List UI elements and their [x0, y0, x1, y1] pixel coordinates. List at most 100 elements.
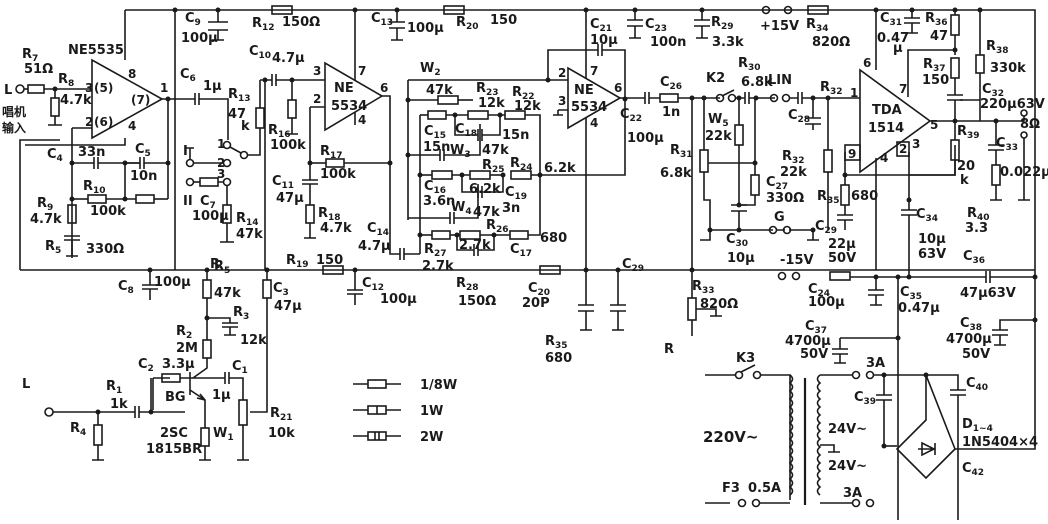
r23-ref: R22 — [512, 85, 535, 102]
k2-ref[interactable]: K2 — [706, 71, 725, 86]
r21-value: 47k — [426, 83, 453, 98]
w5-value: 6.8k — [660, 166, 692, 181]
fuse-main-ref: F3 — [722, 481, 740, 496]
r32-ref: RR32 — [782, 149, 805, 166]
c10-ref: C10 — [249, 44, 271, 61]
input-jack[interactable] — [15, 84, 25, 94]
c26-value: 6.8k — [741, 75, 773, 90]
c20-value: 10µ — [590, 33, 618, 48]
r7-ref: R7 — [22, 47, 38, 64]
w1-ref: R21 — [270, 406, 293, 423]
r35-value: 680 — [851, 189, 878, 204]
minus15-terminal — [777, 271, 851, 281]
c42-ref: C42 — [962, 461, 984, 478]
r8-value: 4.7k — [60, 93, 92, 108]
u2-name-line1: NE — [334, 81, 354, 96]
c35-ref: C35 — [900, 285, 922, 302]
selector-pos-1: 1 — [217, 137, 225, 151]
c14-value: 4.7µ — [358, 239, 391, 254]
diodes-ref: D1~4 — [962, 417, 993, 434]
r30-ref: W5 — [708, 112, 729, 129]
k3-label[interactable]: K3 — [736, 351, 755, 366]
r1-ref: R4 — [70, 421, 86, 438]
u4-pin-3: 3 — [912, 137, 920, 151]
r29-value: 1n — [662, 105, 680, 120]
c12-ref: C12 — [362, 276, 384, 293]
u3-pin-noninv: 3 — [558, 94, 566, 108]
c37-value-b: 50V — [800, 347, 828, 362]
u4-pin-4: 4 — [880, 151, 888, 165]
secondary-b-label: 24V~ — [828, 459, 867, 474]
c8-ref: C8 — [118, 279, 134, 296]
r12-value: 150Ω — [282, 15, 320, 30]
aux-input-jack[interactable] — [44, 407, 54, 417]
r22-value: 15n — [423, 140, 450, 155]
w2-value: 12k — [478, 96, 505, 111]
c25-ref: C29 — [622, 257, 644, 274]
r13-ref: R13 — [228, 87, 251, 104]
r12-ref: R12 — [252, 16, 275, 33]
r16-ref: R16 — [268, 123, 291, 140]
c15-value: 15n — [502, 128, 529, 143]
w3-value: 6.2k — [469, 182, 501, 197]
r19-value: 150 — [316, 253, 343, 268]
c29-value-b: 50V — [828, 251, 856, 266]
c4-value: 33n — [78, 145, 105, 160]
u3-name-line2: 5534 — [571, 100, 607, 115]
c31-ref: CC31 — [880, 11, 902, 28]
u2-feedback — [302, 158, 393, 239]
c9 — [172, 7, 228, 270]
c8-value: 100µ — [154, 275, 191, 290]
u4-pin-in: 1 — [850, 86, 858, 100]
fuse-a-label: 3A — [866, 356, 885, 371]
r-channel-label: R — [664, 342, 674, 357]
w6-value: 820Ω — [700, 297, 738, 312]
c14 — [389, 163, 420, 260]
u1-pin-out-alt: (7) — [131, 93, 150, 107]
r17-value: 100k — [320, 167, 356, 182]
phono-input: L 唱机 输入 — [2, 83, 92, 135]
r26-value: 2.7k — [422, 259, 454, 274]
selector-pos-3: 3 — [217, 167, 225, 181]
r7-value: 51Ω — [24, 62, 53, 77]
fuse-b-label: 3A — [843, 486, 862, 501]
c24-value: 680 — [545, 351, 572, 366]
selector-label-II: II — [183, 194, 193, 209]
u4-pin-9: 9 — [848, 147, 856, 161]
r39-ref: R39 — [957, 124, 980, 141]
r33-value: 820Ω — [812, 35, 850, 50]
u2-pin-vn: 4 — [358, 113, 366, 127]
legend-item-2w: 2W — [353, 430, 443, 445]
r40-value: 3.3 — [965, 221, 988, 236]
r3-value: 2M — [176, 341, 198, 356]
input-label-line1: 唱机 — [2, 104, 26, 119]
c19-ref: W4 — [451, 200, 472, 217]
r4-ref: W1 — [213, 426, 234, 443]
r14-value: 100µ — [192, 209, 229, 224]
r9-value: 4.7k — [30, 212, 62, 227]
c3-ref: R3 — [233, 305, 249, 322]
fuse-main-rating: 0.5A — [748, 481, 781, 496]
w5-ref: R31 — [670, 143, 693, 160]
c26-ref: R30 — [738, 56, 761, 73]
selector-switch[interactable] — [185, 140, 249, 243]
r38-ref: R38 — [986, 39, 1009, 56]
r34-value: 100µ — [808, 295, 845, 310]
r3-ref: R2 — [176, 324, 192, 341]
u2-pin-vp: 7 — [358, 64, 366, 78]
legend-label-1w: 1W — [420, 404, 443, 419]
c12-value: 100µ — [380, 292, 417, 307]
legend-item-1w: 1W — [353, 404, 443, 419]
u1-pin-vn: 4 — [128, 119, 136, 133]
c8 — [142, 267, 158, 300]
u4-name-line2: 1514 — [868, 121, 904, 136]
c9-value: 100µ — [181, 31, 218, 46]
r32-value: 68022k — [780, 165, 807, 180]
r25-value: 6.2k — [544, 161, 576, 176]
c40-ref: C40 — [966, 376, 988, 393]
tone-network — [405, 77, 626, 256]
c38-value-b: 50V — [962, 347, 990, 362]
c18-value: 47k — [482, 143, 509, 158]
r13 — [248, 80, 265, 156]
selector-label-I: I — [183, 144, 188, 159]
